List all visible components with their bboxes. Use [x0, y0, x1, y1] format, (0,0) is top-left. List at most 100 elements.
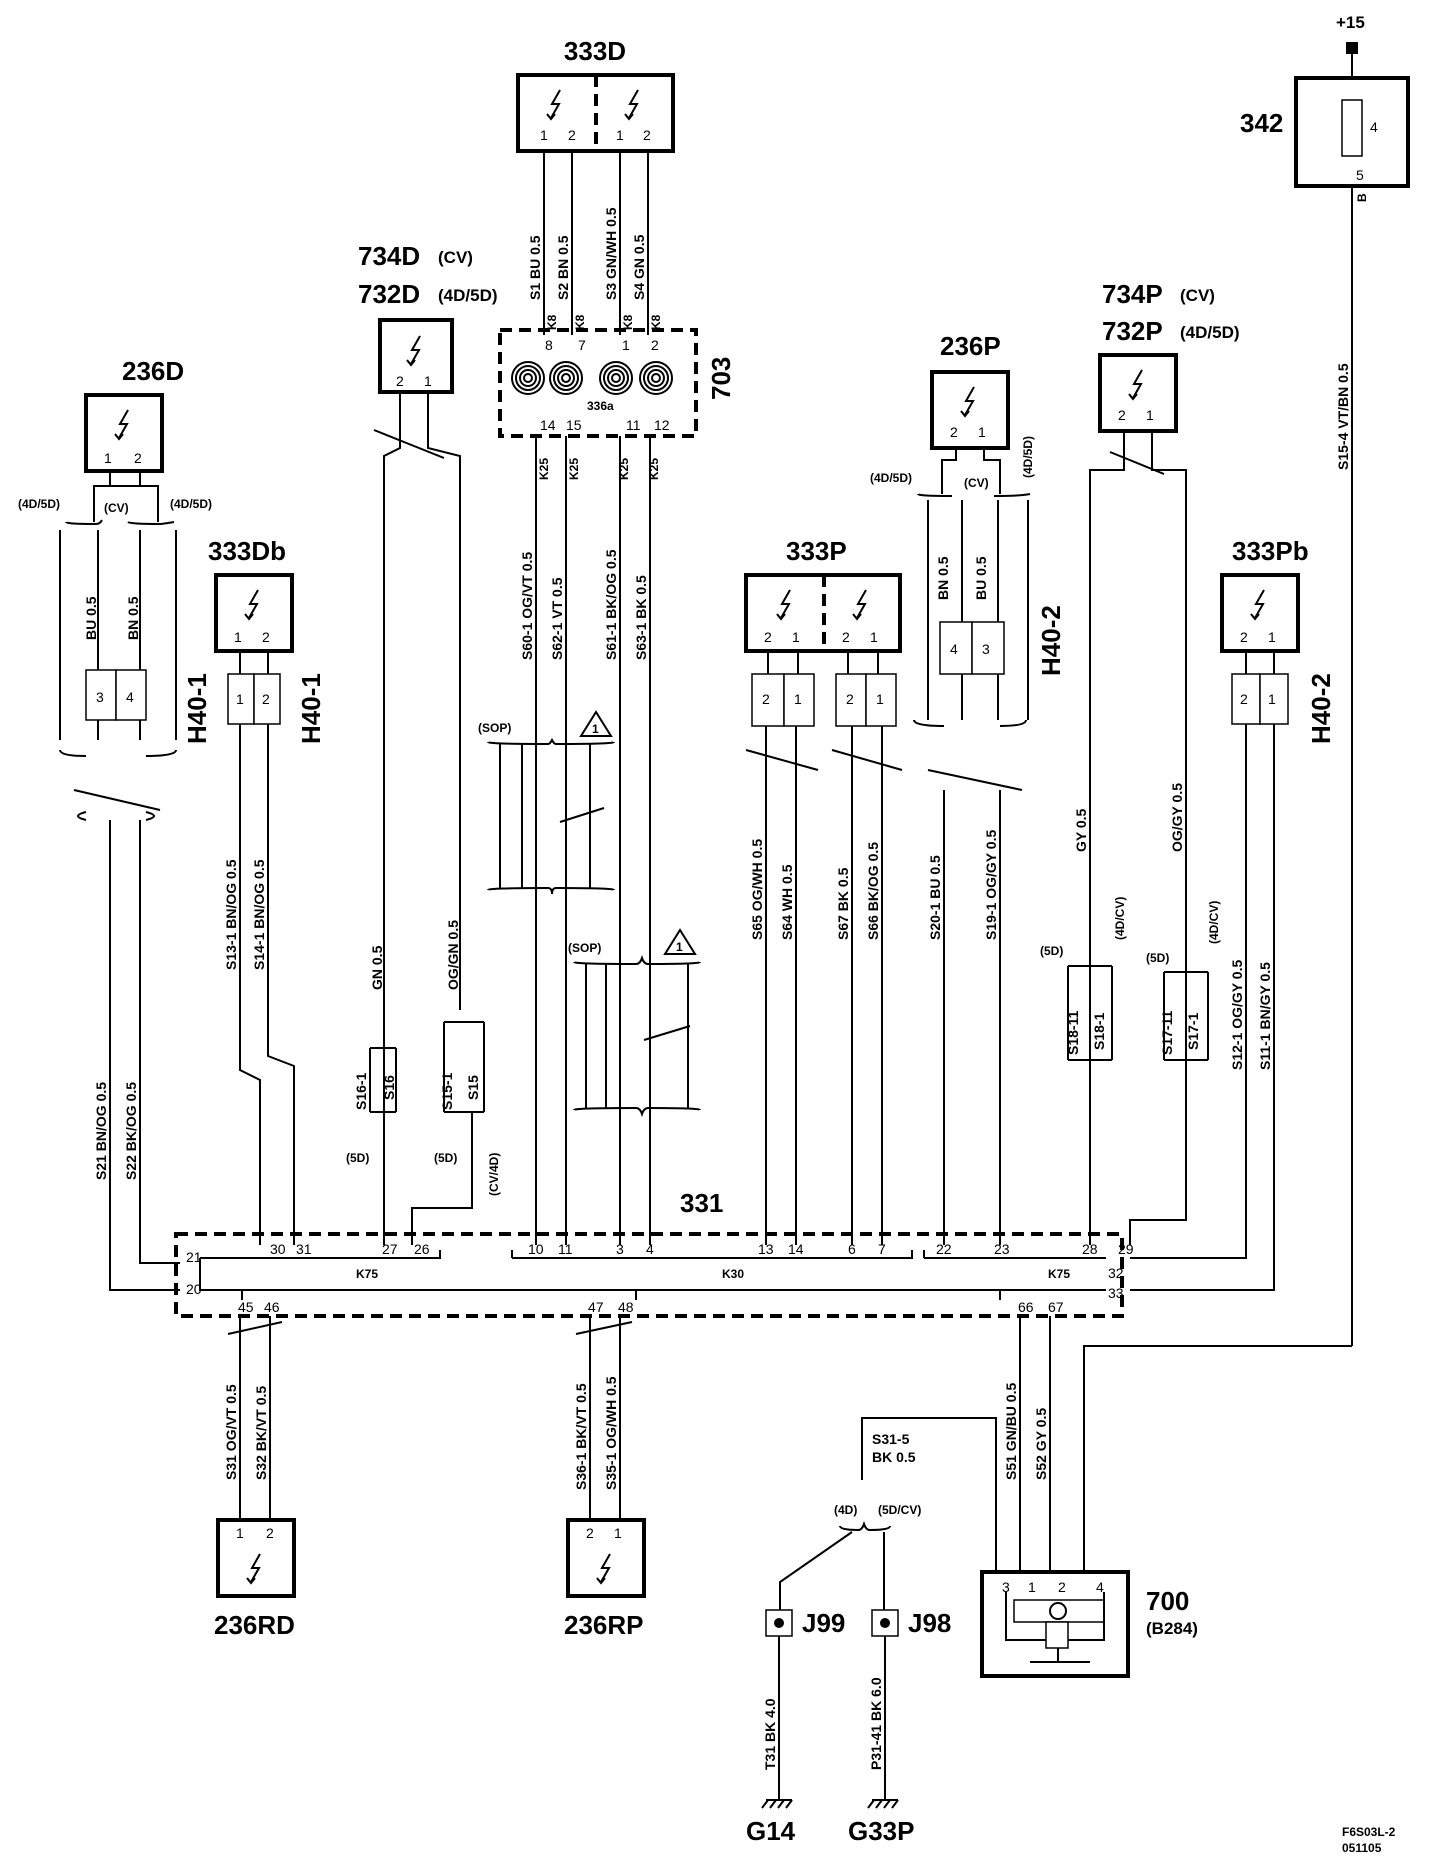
svg-text:1: 1: [616, 127, 624, 143]
svg-text:K25: K25: [537, 458, 551, 480]
svg-text:S17-11: S17-11: [1159, 1010, 1175, 1055]
svg-text:1: 1: [592, 722, 599, 736]
svg-text:(4D/5D): (4D/5D): [870, 471, 912, 485]
svg-text:BN 0.5: BN 0.5: [125, 596, 141, 640]
svg-text:1: 1: [870, 629, 878, 645]
pin-331-22: 22: [936, 1241, 952, 1257]
svg-text:S32 BK/VT 0.5: S32 BK/VT 0.5: [253, 1386, 269, 1480]
svg-text:S12-1 OG/GY 0.5: S12-1 OG/GY 0.5: [1229, 960, 1245, 1070]
svg-text:(CV): (CV): [964, 476, 989, 490]
svg-text:(4D/5D): (4D/5D): [170, 497, 212, 511]
svg-text:S60-1 OG/VT 0.5: S60-1 OG/VT 0.5: [519, 552, 535, 660]
svg-text:2: 2: [764, 629, 772, 645]
svg-text:333Db: 333Db: [208, 536, 286, 566]
svg-text:S63-1 BK 0.5: S63-1 BK 0.5: [633, 575, 649, 660]
H40-1-left: H40-1: [182, 673, 212, 744]
svg-text:S18-1: S18-1: [1091, 1012, 1107, 1050]
label-333D: 333D: [564, 36, 626, 66]
svg-text:2: 2: [1058, 1579, 1066, 1595]
svg-text:J99: J99: [802, 1608, 845, 1638]
svg-text:331: 331: [680, 1188, 723, 1218]
pin-331-33: 33: [1108, 1285, 1124, 1301]
svg-text:K75: K75: [1048, 1267, 1070, 1281]
svg-text:2: 2: [586, 1525, 594, 1541]
sop-group-b: (SOP) 1: [568, 928, 701, 1118]
svg-text:1: 1: [1028, 1579, 1036, 1595]
svg-text:1: 1: [424, 373, 432, 389]
pin-331-46: 46: [264, 1299, 280, 1315]
svg-text:8: 8: [545, 337, 553, 353]
svg-text:2: 2: [762, 691, 770, 707]
svg-text:S66 BK/OG 0.5: S66 BK/OG 0.5: [865, 842, 881, 940]
svg-text:S67 BK 0.5: S67 BK 0.5: [835, 867, 851, 940]
svg-text:(4D/CV): (4D/CV): [1113, 897, 1127, 940]
pin-331-21: 21: [186, 1249, 202, 1265]
ground-J99: J99: [765, 1608, 845, 1638]
svg-text:4: 4: [1096, 1579, 1104, 1595]
svg-text:S52 GY 0.5: S52 GY 0.5: [1033, 1408, 1049, 1480]
pin-331-28: 28: [1082, 1241, 1098, 1257]
svg-text:2: 2: [1240, 629, 1248, 645]
wire-S3: S3 GN/WH 0.5: [603, 207, 619, 300]
pin-331-48: 48: [618, 1299, 634, 1315]
svg-text:333P: 333P: [786, 536, 847, 566]
wire-S4: S4 GN 0.5: [631, 234, 647, 300]
svg-text:K8: K8: [649, 314, 663, 330]
svg-text:5: 5: [1356, 167, 1364, 183]
svg-text:(CV): (CV): [104, 501, 129, 515]
svg-text:(CV/4D): (CV/4D): [487, 1153, 501, 1196]
svg-text:(CV): (CV): [438, 248, 473, 267]
svg-text:J98: J98: [908, 1608, 951, 1638]
svg-text:2: 2: [262, 691, 270, 707]
svg-text:GN 0.5: GN 0.5: [369, 945, 385, 990]
pin-331-20: 20: [186, 1281, 202, 1297]
wire-S2: S2 BN 0.5: [555, 235, 571, 300]
svg-text:732D: 732D: [358, 279, 420, 309]
svg-text:T31 BK 4.0: T31 BK 4.0: [762, 1698, 778, 1770]
svg-text:2: 2: [134, 450, 142, 466]
svg-text:1: 1: [234, 629, 242, 645]
svg-text:236P: 236P: [940, 331, 1001, 361]
ground-G33P: G33P: [848, 1799, 915, 1846]
svg-text:(SOP): (SOP): [478, 721, 511, 735]
svg-text:(4D): (4D): [834, 1503, 857, 1517]
svg-text:K8: K8: [621, 314, 635, 330]
svg-text:S11-1 BN/GY 0.5: S11-1 BN/GY 0.5: [1257, 962, 1273, 1070]
svg-text:1: 1: [236, 1525, 244, 1541]
pin-331-3: 3: [616, 1241, 624, 1257]
svg-text:1: 1: [978, 424, 986, 440]
svg-text:700: 700: [1146, 1586, 1189, 1616]
pin-331-13: 13: [758, 1241, 774, 1257]
svg-text:K75: K75: [356, 1267, 378, 1281]
svg-text:1: 1: [676, 940, 683, 954]
svg-text:S31 OG/VT 0.5: S31 OG/VT 0.5: [223, 1384, 239, 1480]
svg-text:(5D): (5D): [346, 1151, 369, 1165]
svg-text:236RD: 236RD: [214, 1610, 295, 1640]
svg-text:S35-1 OG/WH 0.5: S35-1 OG/WH 0.5: [603, 1376, 619, 1490]
svg-text:(B284): (B284): [1146, 1619, 1198, 1638]
svg-text:S16: S16: [381, 1075, 397, 1100]
svg-text:1: 1: [794, 691, 802, 707]
component-342: +15 342 4 5: [1240, 13, 1410, 188]
svg-text:(4D/5D): (4D/5D): [438, 286, 498, 305]
svg-text:S15-1: S15-1: [439, 1072, 455, 1110]
svg-text:S20-1 BU 0.5: S20-1 BU 0.5: [927, 855, 943, 940]
pin-331-6: 6: [848, 1241, 856, 1257]
svg-text:S65 OG/WH 0.5: S65 OG/WH 0.5: [749, 839, 765, 940]
svg-text:1: 1: [540, 127, 548, 143]
svg-text:BU 0.5: BU 0.5: [973, 556, 989, 600]
svg-text:G14: G14: [746, 1816, 796, 1846]
svg-text:732P: 732P: [1102, 316, 1163, 346]
svg-text:K8: K8: [573, 314, 587, 330]
svg-text:S15: S15: [465, 1075, 481, 1100]
svg-text:K30: K30: [722, 1267, 744, 1281]
ground-J98: J98: [871, 1608, 951, 1638]
pin-331-32: 32: [1108, 1265, 1124, 1281]
svg-text:BK 0.5: BK 0.5: [872, 1449, 916, 1465]
